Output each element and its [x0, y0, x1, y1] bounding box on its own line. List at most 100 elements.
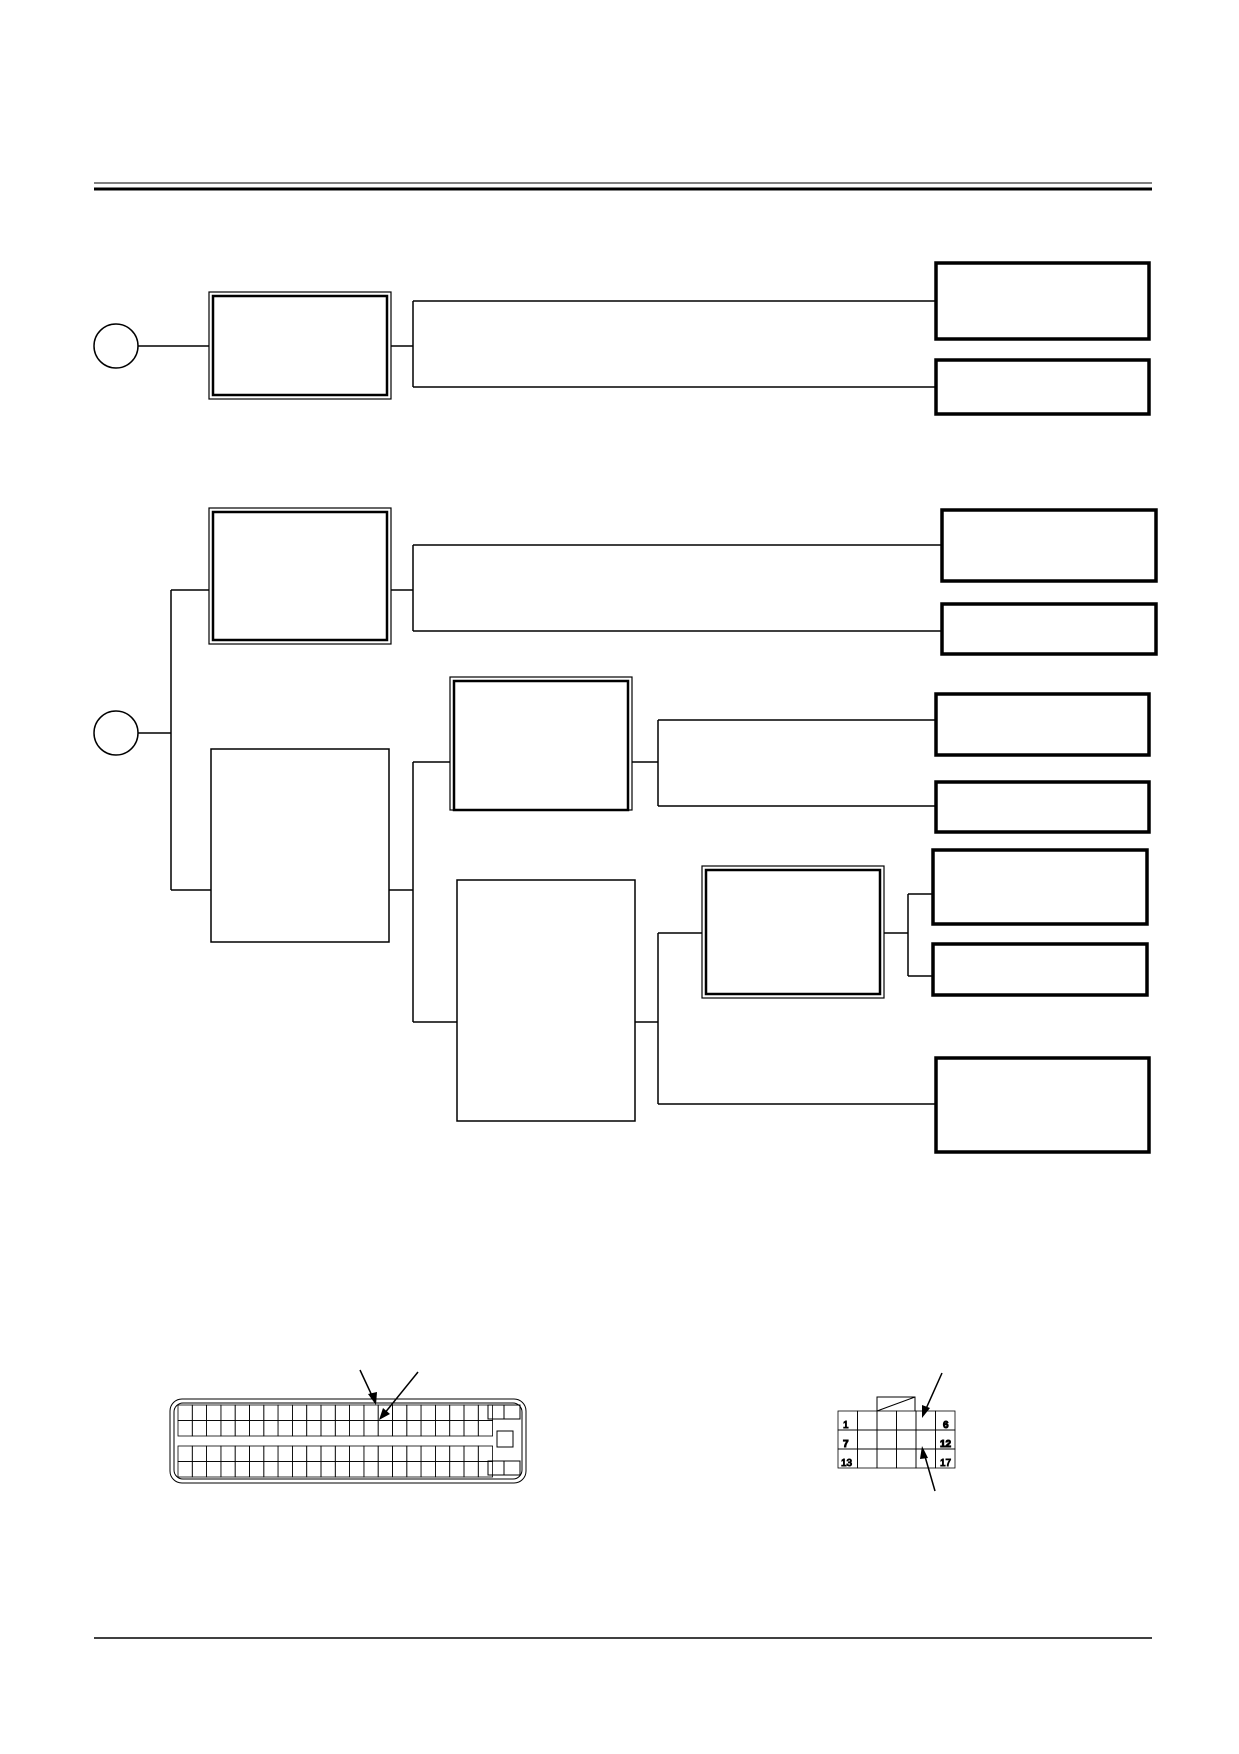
result-box-4b	[934, 1056, 1151, 1154]
connector-small-pin	[876, 1410, 897, 1431]
connector-large-inner-outline	[173, 1402, 523, 1480]
connector-large-pin	[406, 1445, 422, 1462]
connector-large-pin	[291, 1445, 308, 1462]
connector-large	[169, 1369, 527, 1484]
connector-large-pin	[320, 1404, 336, 1421]
connector-large-pin	[349, 1445, 365, 1462]
connector-large-pin	[334, 1461, 350, 1478]
connector-large-pin	[349, 1461, 365, 1478]
connector-large-pin	[463, 1404, 479, 1421]
connector-small-pin	[876, 1429, 897, 1450]
connector-large-pin	[306, 1404, 322, 1421]
connector-large-pin	[277, 1461, 293, 1478]
connector-small-pin	[857, 1429, 878, 1450]
step-box-2b	[210, 748, 390, 943]
flowchart-1	[93, 261, 1151, 416]
connector-small-pin-grid	[837, 1410, 956, 1469]
connector-small-pin	[857, 1448, 878, 1469]
connector-small-latch	[876, 1396, 916, 1411]
result-box-1a	[934, 261, 1151, 341]
pin-pointer-arrow	[922, 1372, 943, 1418]
connector-large-pin	[263, 1404, 279, 1421]
connector-large-pin	[477, 1404, 493, 1421]
connector-large-pin	[191, 1404, 208, 1421]
connector-large-pin	[363, 1445, 379, 1462]
connector-large-pin	[220, 1420, 236, 1437]
connector-large-pin	[406, 1404, 422, 1421]
connector-large-pin	[449, 1420, 465, 1437]
result-box-5b	[931, 942, 1149, 997]
connector-large-pin	[477, 1420, 493, 1437]
connector-large-pin	[449, 1404, 465, 1421]
connector-large-pin	[306, 1461, 322, 1478]
connector-large-pin	[206, 1404, 222, 1421]
connector-small-pin	[915, 1410, 936, 1431]
connector-large-pin	[191, 1461, 208, 1478]
pin-label-13: 13	[841, 1458, 853, 1469]
connector-large-pin	[392, 1420, 408, 1437]
connector-large-pin	[220, 1461, 236, 1478]
connector-large-pin-grid	[177, 1404, 493, 1478]
connector-large-pin	[263, 1445, 279, 1462]
connector-large-pin	[434, 1445, 451, 1462]
start-circle-2	[93, 710, 139, 756]
connector-large-pin	[320, 1420, 336, 1437]
connector-large-pin	[334, 1404, 350, 1421]
connector-large-outline	[169, 1398, 527, 1484]
connector-large-pin	[320, 1445, 336, 1462]
connector-large-pin	[206, 1445, 222, 1462]
connector-large-pin	[420, 1445, 436, 1462]
connector-large-pin	[177, 1404, 193, 1421]
start-circle-1	[93, 323, 139, 369]
connector-large-pin	[277, 1445, 293, 1462]
connector-large-pin	[363, 1461, 379, 1478]
connector-large-pin	[263, 1420, 279, 1437]
header-rule	[94, 182, 1152, 191]
connector-large-pin	[477, 1461, 493, 1478]
connector-large-pin	[177, 1445, 193, 1462]
connector-large-pin	[377, 1461, 393, 1478]
connector-large-pin	[349, 1404, 365, 1421]
connector-large-pin	[206, 1461, 222, 1478]
connector-small-pin	[915, 1429, 936, 1450]
connector-large-pin	[220, 1404, 236, 1421]
connector-large-pin	[177, 1461, 193, 1478]
connector-large-pin	[392, 1461, 408, 1478]
connector-small-pin	[896, 1448, 917, 1469]
connector-large-pin	[234, 1404, 250, 1421]
check-box-2a	[208, 507, 392, 645]
connector-large-pin	[349, 1420, 365, 1437]
connector-large-pin	[249, 1461, 265, 1478]
connector-large-pin	[420, 1404, 436, 1421]
connector-large-pin	[420, 1420, 436, 1437]
step-box-4	[456, 879, 636, 1122]
connector-large-pin	[291, 1404, 308, 1421]
connector-large-pin	[406, 1420, 422, 1437]
check-box-3	[449, 676, 633, 812]
connector-large-pin	[434, 1461, 451, 1478]
connector-large-pin	[177, 1420, 193, 1437]
connector-large-pin	[249, 1445, 265, 1462]
connector-large-key	[496, 1430, 514, 1448]
connector-small-pin	[896, 1429, 917, 1450]
flowchart-2	[93, 507, 1158, 1154]
connector-large-pin	[463, 1445, 479, 1462]
pin-pointer-arrow	[359, 1369, 377, 1405]
result-box-5a	[931, 848, 1149, 926]
connector-large-pin	[191, 1445, 208, 1462]
result-box-2a	[940, 508, 1158, 583]
connector-large-pin	[377, 1445, 393, 1462]
connector-large-pin	[249, 1420, 265, 1437]
connector-large-pin	[234, 1420, 250, 1437]
connector-large-pin	[220, 1445, 236, 1462]
connector-large-pin	[334, 1445, 350, 1462]
pin-label-1: 1	[843, 1420, 849, 1431]
connector-large-pin	[420, 1461, 436, 1478]
connector-large-pin	[291, 1420, 308, 1437]
connector-large-pin	[434, 1404, 451, 1421]
connector-large-pin	[249, 1404, 265, 1421]
connector-large-pin	[277, 1420, 293, 1437]
connector-large-pin	[263, 1461, 279, 1478]
connector-large-pin	[392, 1445, 408, 1462]
connector-large-pin	[234, 1445, 250, 1462]
